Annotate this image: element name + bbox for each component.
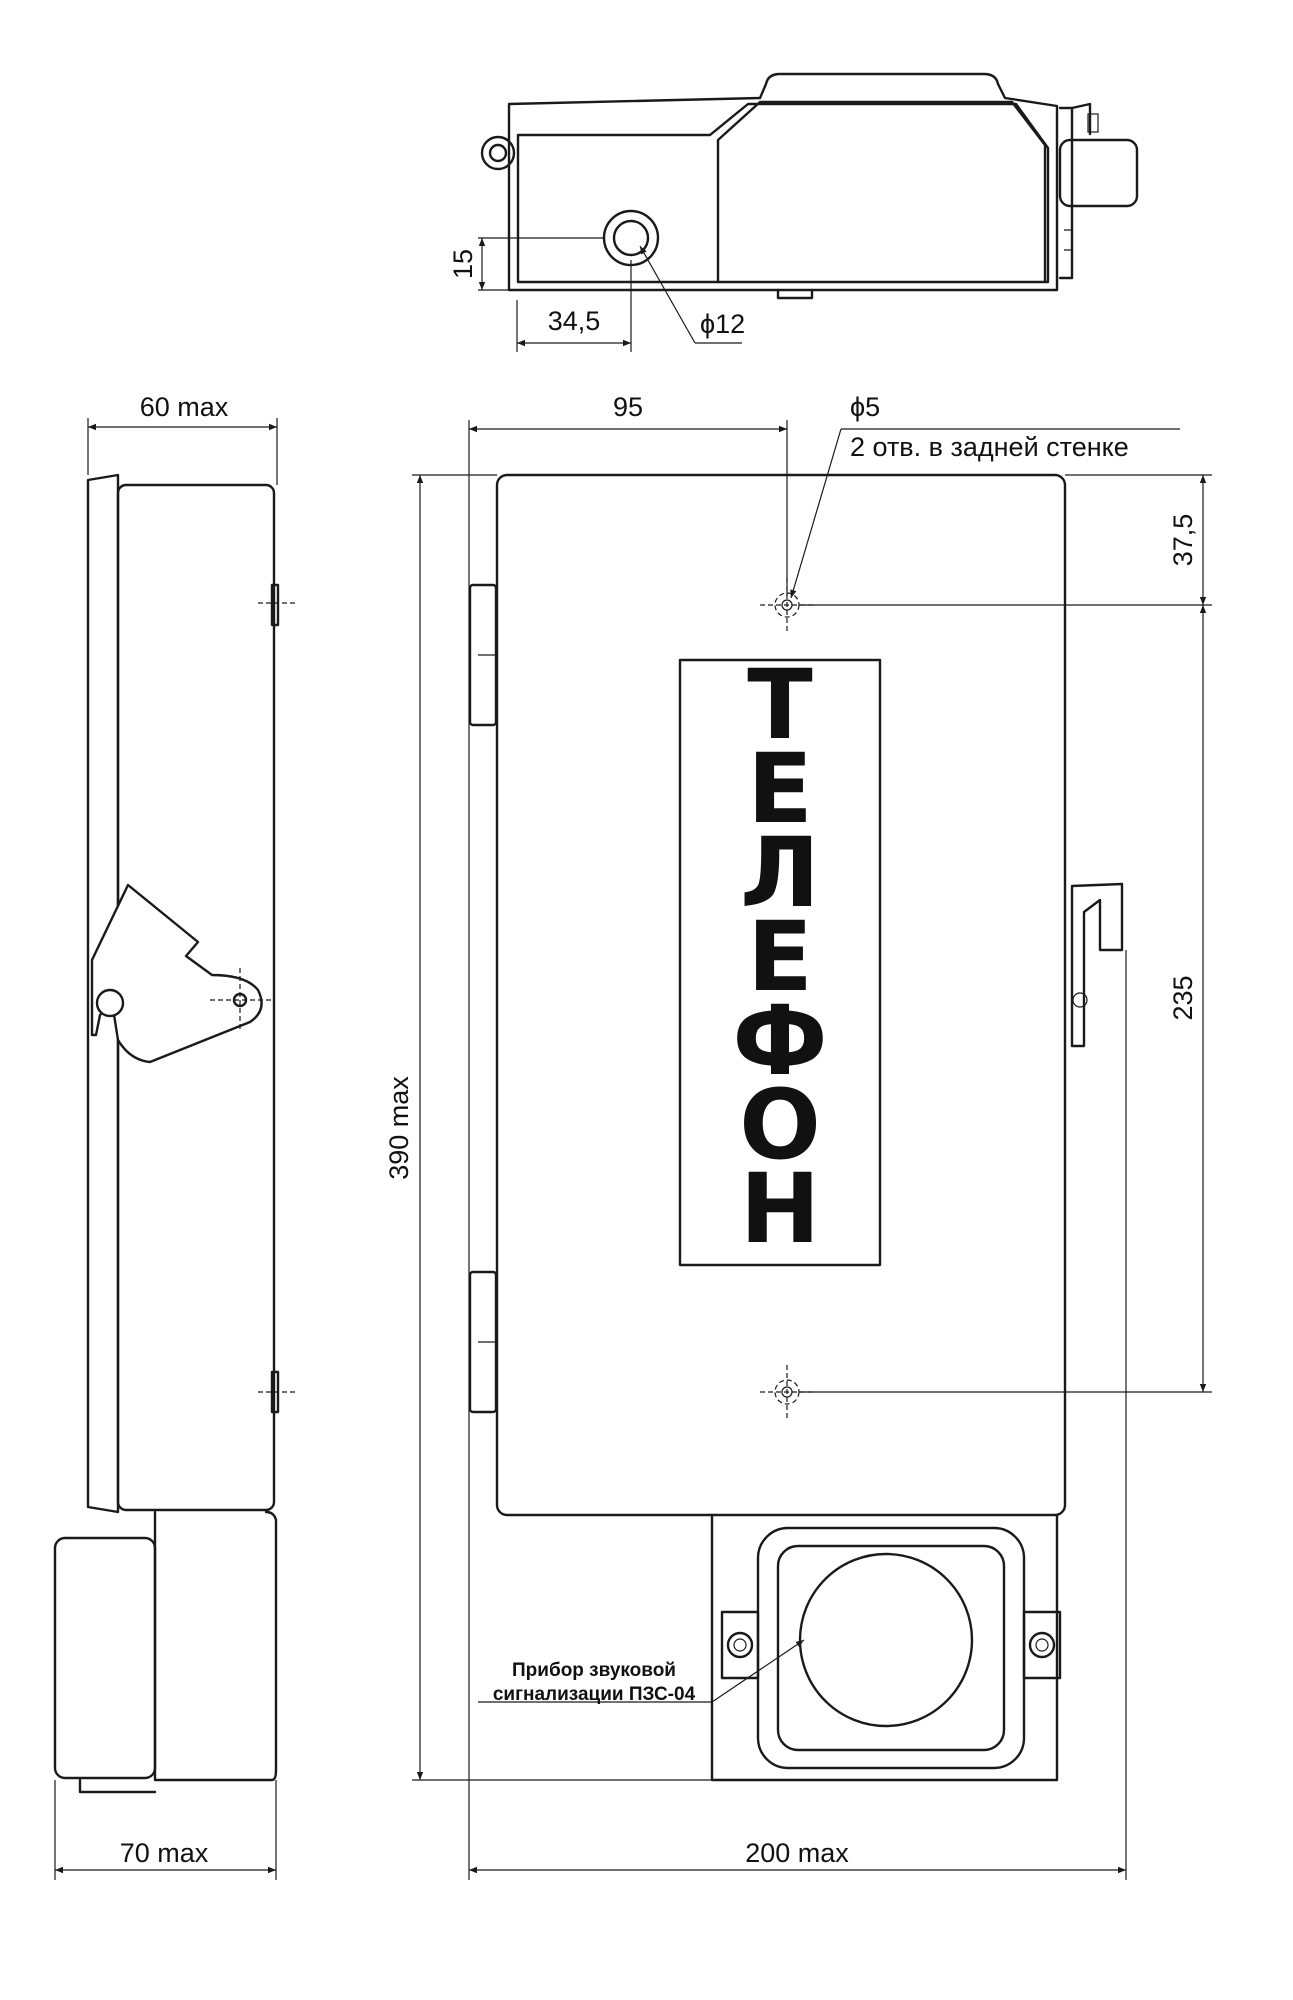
sign-letter-7: Н — [740, 1153, 820, 1265]
dim-mounting-hole-diameter: ϕ5 — [850, 392, 880, 422]
dim-total-width: 200 max — [745, 1838, 849, 1868]
top-view — [478, 72, 1139, 352]
sign-letter-5: Ф — [732, 985, 827, 1097]
dim-side-width-top: 60 max — [140, 392, 229, 422]
dim-hole-spacing: 235 — [1168, 975, 1198, 1020]
dim-hole-diameter: ϕ12 — [700, 309, 745, 339]
side-view — [53, 418, 296, 1880]
dim-side-width-bottom: 70 max — [120, 1838, 209, 1868]
dim-hole-top-offset: 37,5 — [1168, 514, 1198, 567]
front-view — [412, 420, 1212, 1880]
sign-letter-3: Л — [740, 817, 820, 929]
callout-line-2: сигнализации ПЗС-04 — [493, 1684, 696, 1705]
dim-total-height: 390 max — [384, 1076, 414, 1180]
callout-line-1: Прибор звуковой — [512, 1660, 676, 1681]
sign-letter-4: Е — [747, 901, 813, 1013]
dim-top-height: 15 — [448, 249, 478, 279]
sign-letter-2: Е — [747, 733, 813, 845]
dim-front-hole-offset: 95 — [613, 392, 643, 422]
dim-top-offset: 34,5 — [548, 306, 601, 336]
sign-letter-1: Т — [747, 649, 812, 761]
sign-letter-6: О — [739, 1069, 821, 1181]
dim-mounting-hole-note: 2 отв. в задней стенке — [850, 432, 1129, 462]
